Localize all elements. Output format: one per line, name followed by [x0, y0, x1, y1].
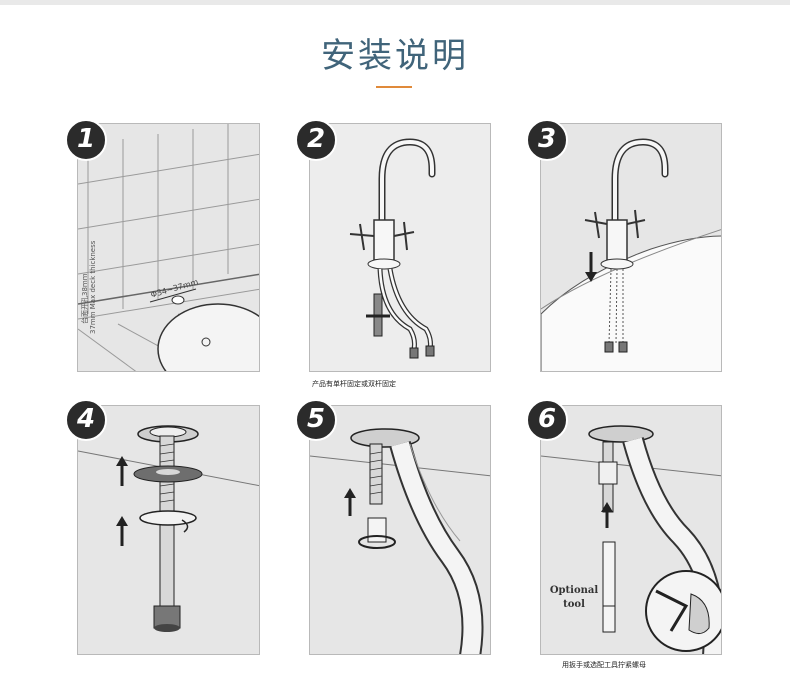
top-bar — [0, 0, 790, 5]
step-1-number: 1 — [76, 124, 96, 154]
step-3-panel — [540, 123, 722, 372]
step-4-illustration — [78, 425, 259, 632]
step-4-number: 4 — [76, 404, 96, 434]
step-2-badge: 2 — [294, 118, 338, 162]
step-5-badge: 5 — [294, 398, 338, 442]
step-2-caption: 产品有单杆固定或双杆固定 — [312, 380, 396, 388]
step-1-illustration — [78, 124, 259, 371]
step-3-badge: 3 — [525, 118, 569, 162]
step-5-number: 5 — [306, 404, 326, 434]
step-2-number: 2 — [306, 124, 326, 154]
optional-label-line2: tool — [563, 599, 585, 610]
step-6-badge: 6 — [525, 398, 569, 442]
step-1-badge: 1 — [64, 118, 108, 162]
step-5-illustration — [310, 428, 490, 654]
title-underline — [376, 86, 412, 88]
optional-label-line1: Optional — [549, 585, 599, 596]
step-1-panel: 台面开孔38mm 37mm Max deck thickness Φ34~37m… — [77, 123, 260, 372]
step-4-badge: 4 — [64, 398, 108, 442]
step-3-number: 3 — [537, 124, 557, 154]
step-6-illustration — [541, 425, 721, 654]
step-2-illustration — [349, 138, 436, 359]
wall-label-en: 37mm Max deck thickness — [89, 240, 97, 334]
step-3-illustration — [541, 138, 721, 371]
page-title: 安装说明 — [321, 36, 469, 76]
step-5-panel — [309, 405, 491, 655]
step-6-caption: 用扳手或选配工具拧紧螺母 — [562, 661, 646, 669]
step-6-panel: Optional tool — [540, 405, 722, 655]
optional-tool-label: Optional tool — [549, 584, 599, 612]
step-4-panel — [77, 405, 260, 655]
step-2-panel — [309, 123, 491, 372]
step-6-number: 6 — [537, 404, 557, 434]
